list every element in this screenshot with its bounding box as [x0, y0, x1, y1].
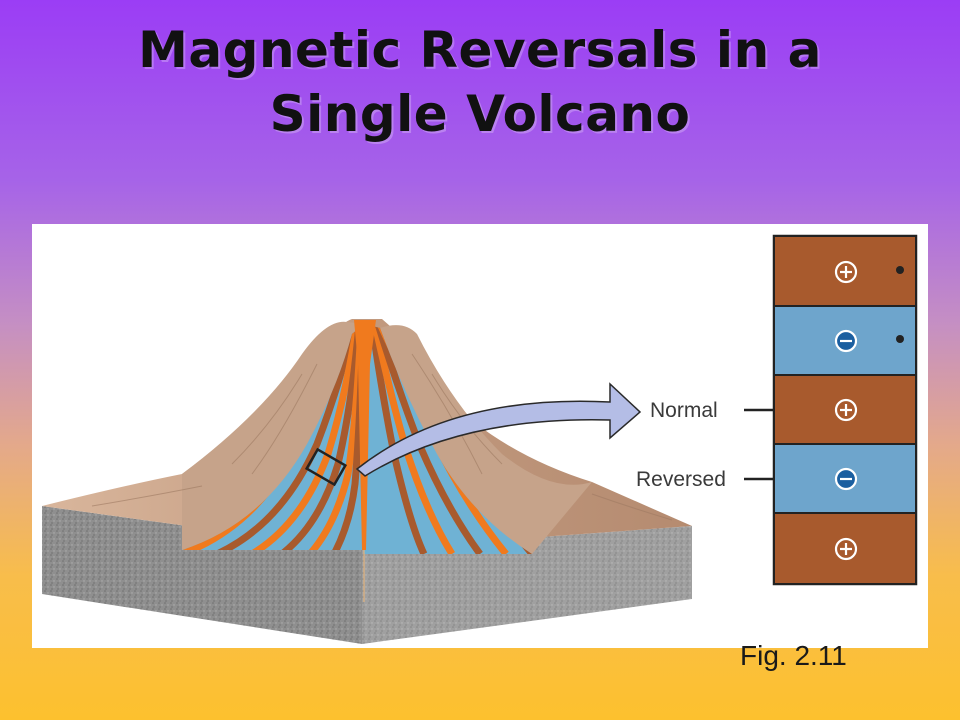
minus-icon	[834, 329, 858, 353]
magma-conduit	[354, 320, 376, 550]
minus-icon	[834, 467, 858, 491]
plus-icon	[834, 398, 858, 422]
cone-texture	[91, 353, 673, 521]
label-reversed: Reversed	[636, 468, 726, 491]
sample-box	[304, 447, 348, 487]
volcano-diagram: Normal Reversed	[32, 224, 928, 648]
figure-caption: Fig. 2.11	[740, 640, 847, 671]
marker-dot	[896, 266, 904, 274]
ground-right-face	[362, 526, 692, 644]
plus-icon	[834, 260, 858, 284]
title-line-2: Single Volcano	[269, 85, 691, 143]
slide-title: Magnetic Reversals in a Single Volcano	[0, 18, 960, 146]
label-normal: Normal	[650, 399, 718, 422]
callout-arrow	[355, 382, 642, 477]
plus-icon	[834, 537, 858, 561]
polarity-column	[772, 234, 918, 586]
volcano-diagram-svg: Normal Reversed	[42, 234, 918, 644]
marker-dot	[896, 335, 904, 343]
polarity-column-frame	[772, 234, 918, 586]
title-line-1: Magnetic Reversals in a	[138, 21, 822, 79]
